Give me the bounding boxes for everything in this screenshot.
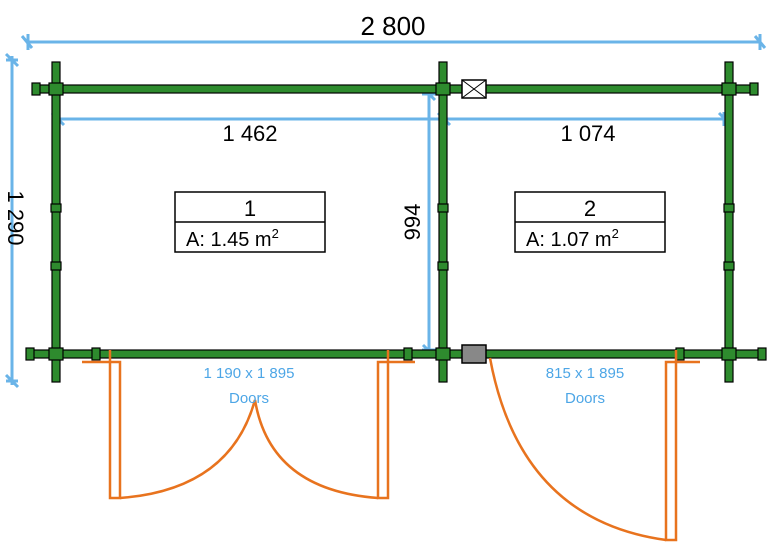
door1-right-swing	[253, 399, 379, 500]
door1-left-swing	[119, 399, 257, 500]
middle-wall	[438, 61, 448, 383]
overall-depth-label: 1 290	[3, 190, 28, 245]
room-2-number: 2	[584, 196, 596, 221]
left-wall	[51, 61, 61, 383]
room-2-area: A: 1.07 m2	[526, 226, 619, 251]
joint	[721, 347, 737, 361]
doors	[82, 350, 700, 542]
joint	[437, 261, 449, 271]
joint	[50, 261, 62, 271]
joint	[437, 203, 449, 213]
bottom-wall	[27, 349, 765, 359]
room2-width-label: 1 074	[560, 121, 615, 146]
door2-swing	[488, 357, 667, 542]
door1-size: 1 190 x 1 895	[204, 365, 295, 382]
joint	[50, 203, 62, 213]
joint	[723, 261, 735, 271]
joint	[25, 347, 35, 361]
joint	[48, 347, 64, 361]
overall-width-label: 2 800	[360, 11, 425, 41]
joint	[48, 82, 64, 96]
room-1-number: 1	[244, 196, 256, 221]
tick	[4, 52, 20, 68]
window-markers	[461, 79, 487, 364]
joint	[749, 82, 759, 96]
room-2-label: 2 A: 1.07 m2	[514, 191, 666, 253]
room-depth-label: 994	[400, 204, 425, 241]
joint	[403, 347, 413, 361]
door1-label: Doors	[229, 390, 269, 407]
door2-label: Doors	[565, 390, 605, 407]
joint	[435, 347, 451, 361]
joint	[435, 82, 451, 96]
room-1-label: 1 A: 1.45 m2	[174, 191, 326, 253]
door1-right-leaf	[376, 360, 415, 500]
joint	[31, 82, 41, 96]
room1-width-label: 1 462	[222, 121, 277, 146]
joint	[721, 82, 737, 96]
joint	[91, 347, 101, 361]
joint	[723, 203, 735, 213]
top-wall	[35, 84, 755, 94]
door2-size: 815 x 1 895	[546, 365, 624, 382]
tick	[4, 373, 20, 389]
door1-left-leaf	[82, 360, 122, 500]
window-bottom	[461, 344, 487, 364]
door2-leaf	[664, 360, 700, 542]
room-1-area: A: 1.45 m2	[186, 226, 279, 251]
joint	[757, 347, 767, 361]
window-diag	[461, 79, 487, 99]
wall-joints	[25, 82, 767, 361]
right-wall	[724, 61, 734, 383]
